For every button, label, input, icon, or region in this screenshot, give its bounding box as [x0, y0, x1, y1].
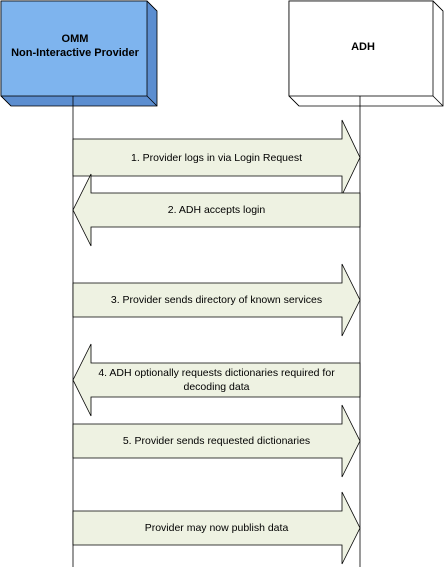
provider-label-line2: Non-Interactive Provider	[11, 47, 139, 59]
message-label-3: 3. Provider sends directory of known ser…	[110, 294, 323, 306]
message-arrow-6	[72, 491, 361, 565]
message-arrow-2	[72, 173, 361, 247]
adh-box	[288, 0, 444, 107]
message-label-4: 4. ADH optionally requests dictionaries …	[98, 367, 335, 393]
message-arrow-3	[72, 263, 361, 337]
provider-box	[0, 0, 158, 107]
message-label-5: 5. Provider sends requested dictionaries	[122, 435, 311, 447]
message-arrow-4	[72, 343, 361, 417]
adh-label: ADH	[351, 41, 375, 53]
provider-label-line1: OMM	[61, 33, 89, 45]
message-label-6: Provider may now publish data	[144, 522, 289, 534]
message-label-2: 2. ADH accepts login	[167, 204, 266, 216]
message-label-1: 1. Provider logs in via Login Request	[130, 151, 302, 164]
message-arrow-5	[72, 404, 361, 478]
provider-label: OMM Non-Interactive Provider	[0, 32, 150, 60]
message-arrow-1	[72, 119, 361, 196]
